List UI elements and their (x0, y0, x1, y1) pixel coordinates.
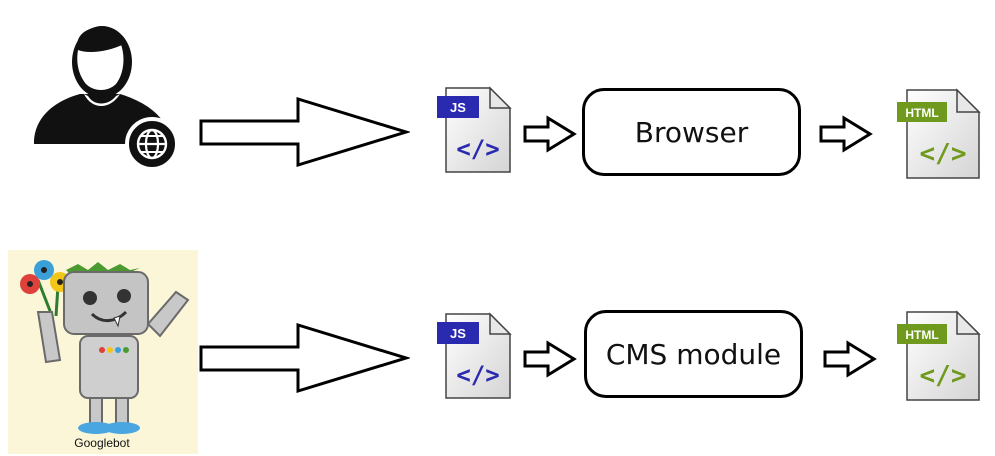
flow-arrow-large (199, 322, 410, 394)
cms-module-label: CMS module (605, 337, 782, 371)
svg-text:</>: </> (456, 361, 499, 389)
html-file-icon: HTML </> (897, 88, 981, 179)
browser-label: Browser (634, 115, 749, 149)
googlebot-caption: Googlebot (74, 436, 130, 450)
browser-box: Browser (582, 88, 801, 176)
cms-module-box: CMS module (584, 310, 803, 398)
svg-text:JS: JS (450, 100, 466, 115)
flow-arrow-large (199, 96, 410, 168)
flow-arrow-small (823, 340, 877, 378)
googlebot-mascot (8, 250, 198, 454)
flow-arrow-small (523, 115, 577, 153)
js-file-icon: JS </> (437, 312, 512, 399)
svg-text:</>: </> (920, 361, 967, 391)
svg-text:JS: JS (450, 326, 466, 341)
flow-arrow-small (523, 340, 577, 378)
svg-text:</>: </> (920, 139, 967, 169)
svg-text:HTML: HTML (905, 328, 938, 342)
flow-arrow-small (819, 115, 873, 153)
svg-text:</>: </> (456, 135, 499, 163)
html-file-icon: HTML </> (897, 310, 981, 401)
user-globe-icon (34, 26, 179, 171)
js-file-icon: JS </> (437, 86, 512, 173)
svg-text:HTML: HTML (905, 106, 938, 120)
